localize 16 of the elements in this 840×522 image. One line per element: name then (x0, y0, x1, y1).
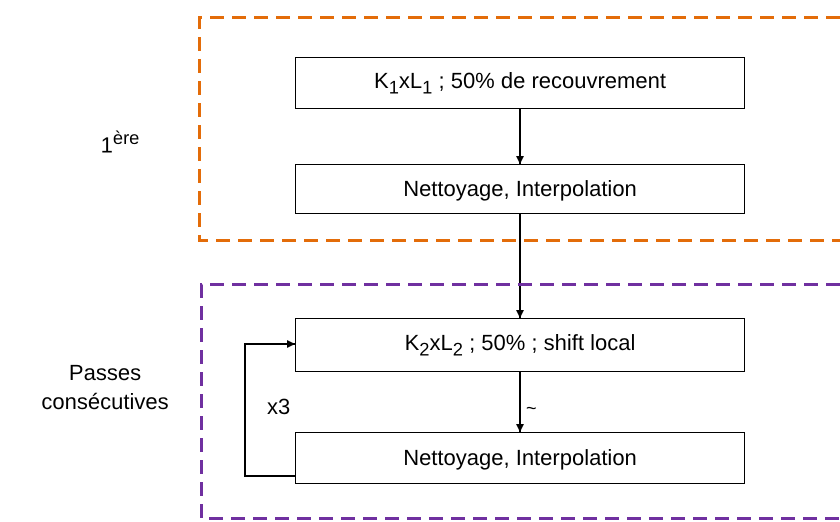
process-box (295, 318, 745, 372)
process-box (295, 164, 745, 214)
arrow (244, 340, 295, 477)
box-text: K$_{2}$xL$_{2}$ ; 50% ; shift local (404, 330, 636, 360)
arrow (516, 372, 524, 432)
edge-label: x3 (267, 394, 290, 420)
group-heading: Passes consécutives (40, 359, 170, 416)
box-text: Nettoyage, Interpolation (403, 176, 637, 202)
arrow (516, 109, 524, 164)
process-box (295, 432, 745, 484)
stray-mark: ~ (526, 398, 537, 419)
arrow (516, 214, 524, 318)
group-heading: 1$^{ère}$ (100, 126, 140, 160)
box-text: Nettoyage, Interpolation (403, 445, 637, 471)
box-text: K$_{1}$xL$_{1}$ ; 50% de recouvrement (374, 68, 666, 98)
process-box (295, 57, 745, 109)
